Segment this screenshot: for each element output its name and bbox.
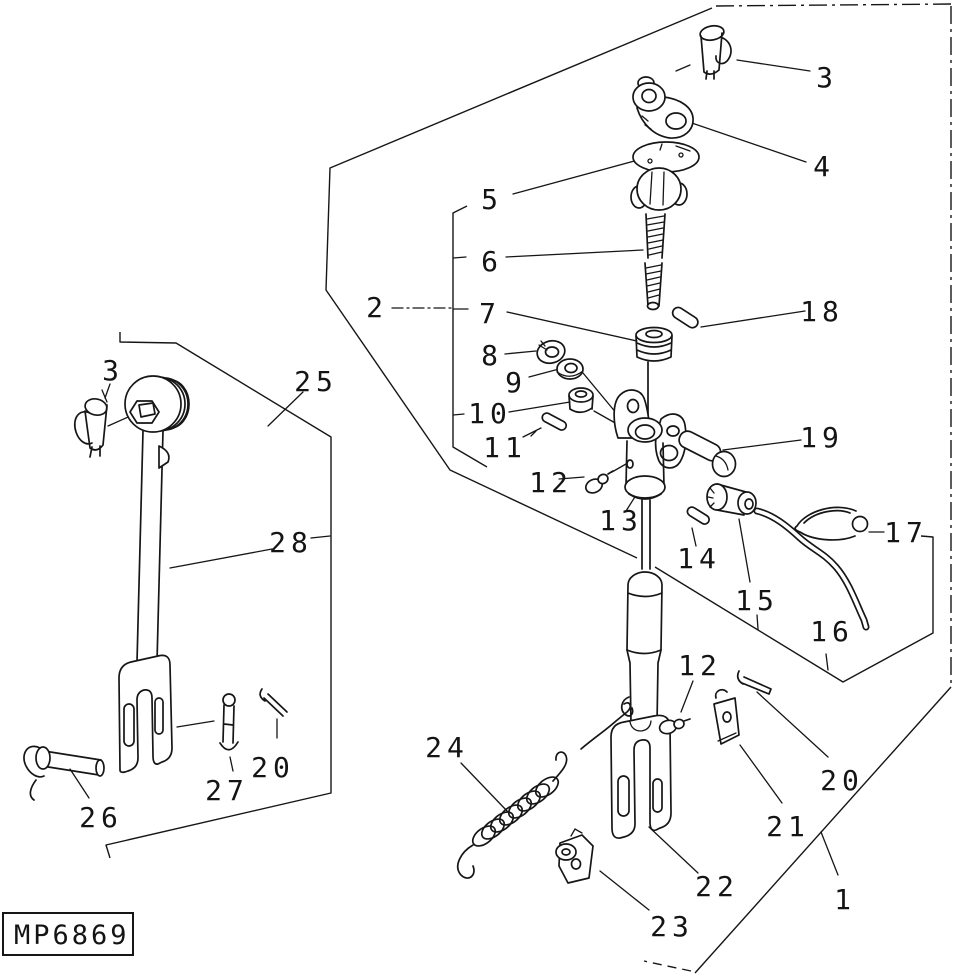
leader-8 (504, 350, 537, 355)
leader-11 (522, 427, 542, 438)
callout-label-4: 4 (813, 150, 835, 183)
part-pin-14 (686, 506, 710, 525)
callout-label-9: 9 (505, 366, 527, 399)
main-panel-outline (325, 3, 953, 687)
callout-label-15: 15 (735, 584, 779, 617)
leader-10 (508, 401, 571, 413)
lower-right-panel-outline (643, 686, 952, 974)
callout-label-3-top: 3 (816, 61, 838, 94)
part-swivel-bracket (632, 76, 694, 139)
part-pivot-housing-13 (613, 389, 687, 500)
callout-label-20-left: 20 (251, 751, 295, 784)
part-link-tube (620, 499, 663, 725)
leader-1 (820, 831, 839, 876)
leader-24 (460, 762, 509, 813)
leader-20-right (756, 691, 829, 758)
leader-9 (528, 368, 560, 378)
callout-label-16: 16 (810, 615, 854, 648)
callout-label-19: 19 (800, 421, 844, 454)
callout-label-25: 25 (294, 365, 338, 398)
leader-6 (505, 249, 644, 258)
callout-label-2: 2 (366, 291, 388, 324)
left-panel-outline (105, 332, 332, 859)
callout-label-8: 8 (481, 339, 503, 372)
callout-label-13: 13 (599, 504, 643, 537)
callout-label-27: 27 (205, 774, 249, 807)
part-spring-anchor-wire (580, 702, 632, 750)
callout-label-5: 5 (481, 183, 503, 216)
callout-label-12-lower: 12 (678, 649, 722, 682)
stamp-code-text: MP6869 (14, 920, 130, 951)
leader-25 (267, 391, 304, 427)
stamp-box (2, 912, 134, 956)
part-lock-pin-top (699, 24, 732, 80)
part-clevis-pin-26 (23, 745, 105, 801)
callout-labels: 1 2 3 3 4 5 6 7 8 9 10 11 12 12 13 14 15… (79, 61, 928, 943)
leader-lines (69, 59, 885, 911)
part-extension-spring-24 (456, 751, 568, 879)
part-cotter-pin-20-left (259, 688, 288, 717)
part-clip-21 (713, 688, 740, 745)
part-bent-rod-16 (753, 507, 870, 631)
callout-label-11: 11 (483, 431, 527, 464)
callout-label-18: 18 (800, 295, 844, 328)
part-grease-fitting-lower (658, 718, 691, 735)
callout-label-14: 14 (677, 542, 721, 575)
callout-label-26: 26 (79, 801, 123, 834)
leader-7 (506, 311, 638, 342)
leader-23 (599, 870, 650, 911)
leader-19 (722, 439, 802, 451)
part-adjusting-bolt (630, 167, 688, 311)
part-pivot-pin-19 (678, 430, 737, 478)
leader-26 (69, 768, 90, 799)
part-pin-11 (530, 412, 568, 437)
callout-label-7: 7 (479, 297, 501, 330)
callout-label-23: 23 (650, 910, 694, 943)
callout-label-17: 17 (884, 516, 928, 549)
part-bushing-10 (568, 387, 594, 414)
part-knurled-adjuster-15 (706, 483, 757, 516)
part-clevis-22 (610, 714, 672, 839)
leader-28 (169, 535, 331, 569)
leader-14 (691, 527, 697, 547)
part-clip-27 (219, 693, 239, 751)
callout-label-22: 22 (695, 870, 739, 903)
leader-12-upper (558, 476, 585, 480)
leader-3-top (736, 59, 811, 72)
callout-label-12-upper: 12 (529, 466, 573, 499)
part-lock-pin-left (73, 389, 108, 458)
leader-16 (825, 653, 829, 671)
part-lock-washer-8 (536, 339, 566, 365)
leader-27 (229, 756, 234, 772)
callout-label-28: 28 (269, 526, 313, 559)
part-washer-9 (556, 358, 584, 380)
part-grease-fitting-upper (584, 470, 614, 494)
callout-label-1: 1 (834, 883, 856, 916)
callout-label-21: 21 (766, 810, 810, 843)
leader-22 (648, 826, 699, 874)
part-cotter-pin-20-right (736, 670, 772, 695)
leader-21 (739, 744, 783, 804)
figure-code-stamp: MP6869 (2, 912, 134, 956)
leader-15 (738, 518, 759, 630)
leader-5 (512, 159, 639, 195)
leader-clevis-to-clip (176, 720, 215, 728)
callout-label-3-left: 3 (102, 354, 124, 387)
leader-12-lower (680, 680, 694, 713)
part-anchor-bracket-23 (555, 828, 594, 884)
leader-18 (700, 310, 806, 328)
part-lift-link-28 (118, 375, 190, 774)
callout-label-10: 10 (468, 397, 512, 430)
group-bracket-2 (452, 205, 488, 468)
leader-3-pin-insert (675, 64, 691, 72)
part-spring-clip-17 (794, 506, 869, 541)
part-adjusting-disc (632, 141, 700, 173)
part-pin-18 (671, 306, 699, 329)
callout-label-6: 6 (481, 245, 503, 278)
leader-4 (682, 119, 807, 163)
callout-label-24: 24 (425, 731, 469, 764)
callout-label-20-right: 20 (820, 764, 864, 797)
